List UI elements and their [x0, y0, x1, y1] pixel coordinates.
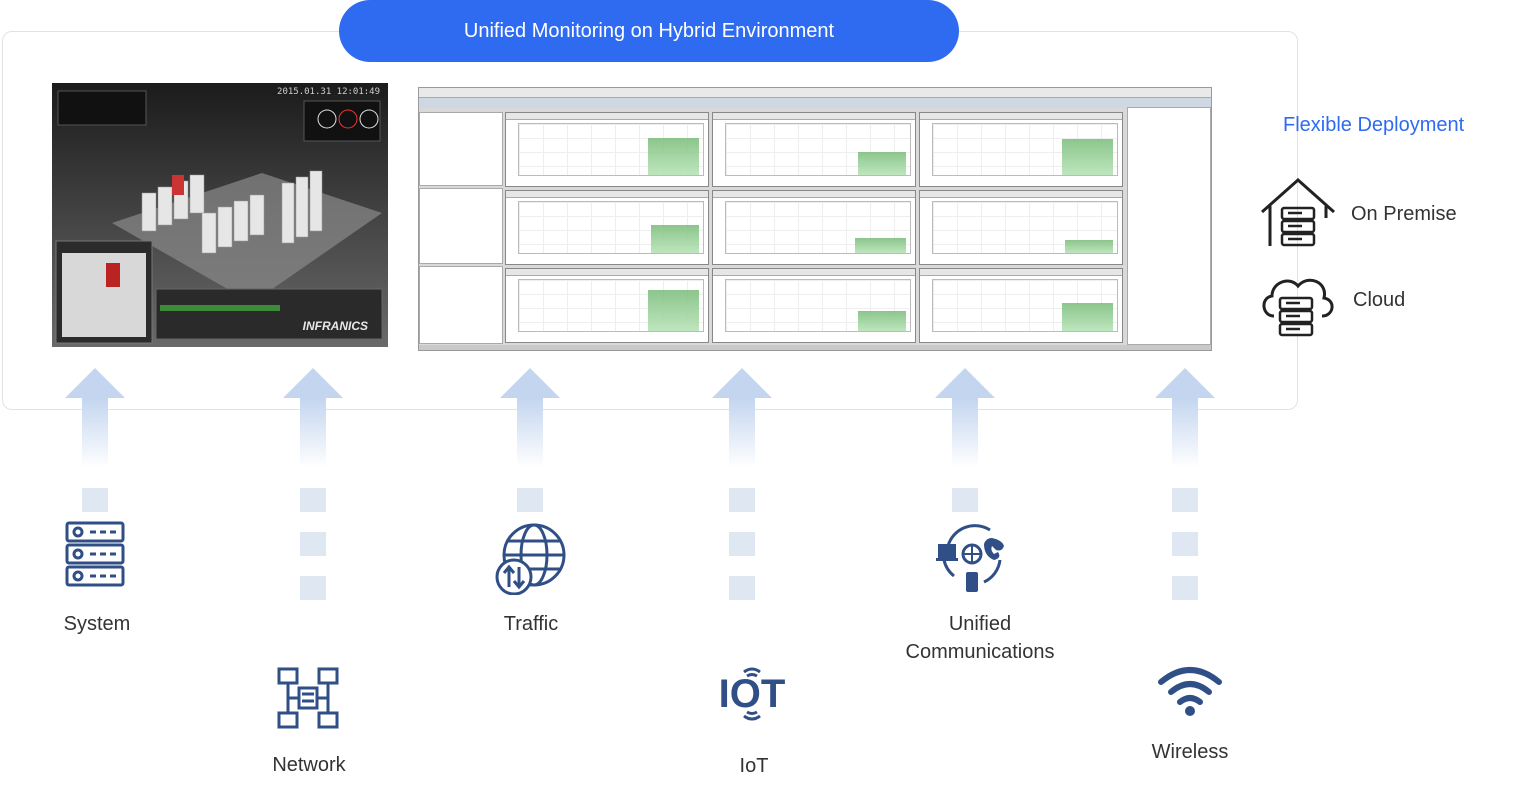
upward-arrow: [498, 368, 562, 512]
house-server-icon: [1261, 177, 1335, 247]
upward-arrow: [63, 368, 127, 512]
iot-signal-arcs: [743, 667, 761, 721]
deployment-option-label: On Premise: [1351, 203, 1457, 225]
console-titlebar: [419, 88, 1211, 98]
upward-arrow: [933, 368, 997, 512]
server-rack-icon: [65, 521, 125, 587]
console-chart: [919, 190, 1123, 265]
deployment-title: Flexible Deployment: [1283, 114, 1465, 136]
source-label-system: System: [63, 613, 131, 635]
console-chart-grid: [505, 112, 1125, 344]
console-chart: [712, 268, 916, 343]
network-topology-icon: [277, 667, 339, 729]
datacenter-scene: [55, 90, 383, 344]
upward-arrow: [710, 368, 774, 600]
console-chart: [919, 112, 1123, 187]
source-label-unified-communications: Unified Communications: [905, 613, 1055, 663]
iot-icon-text: IOT: [718, 672, 786, 716]
monitoring-console-screenshot: [418, 87, 1212, 351]
upward-arrow: [281, 368, 345, 600]
console-chart: [712, 112, 916, 187]
source-label-wireless: Wireless: [1151, 741, 1229, 763]
console-chart: [505, 112, 709, 187]
source-label-network: Network: [272, 754, 346, 776]
brand-logo: INFRANICS: [302, 319, 368, 333]
console-chart: [505, 268, 709, 343]
datacenter-datetime: 2015.01.31 12:01:49: [277, 87, 380, 97]
console-tree-panel: [419, 266, 503, 344]
source-label-iot: IoT: [739, 755, 769, 777]
console-chart: [919, 268, 1123, 343]
console-right-panel: [1127, 107, 1211, 345]
console-chart: [712, 190, 916, 265]
console-tree-panel: [419, 112, 503, 186]
deployment-option-label: Cloud: [1353, 289, 1406, 311]
globe-traffic-icon: [495, 523, 566, 595]
cloud-server-icon: [1262, 278, 1334, 337]
console-chart: [505, 190, 709, 265]
datacenter-3d-screenshot: 2015.01.31 12:01:49 INFRANICS: [52, 83, 388, 347]
upward-arrow: [1153, 368, 1217, 600]
console-tree-panel: [419, 188, 503, 264]
unified-communications-icon: [936, 524, 1004, 592]
wifi-icon: [1158, 667, 1222, 716]
console-statusbar: [419, 345, 1211, 350]
page-title: Unified Monitoring on Hybrid Environment: [339, 0, 959, 62]
source-label-traffic: Traffic: [503, 613, 559, 635]
iot-icon: IOT: [713, 664, 791, 722]
console-toolbar: [419, 98, 1211, 108]
